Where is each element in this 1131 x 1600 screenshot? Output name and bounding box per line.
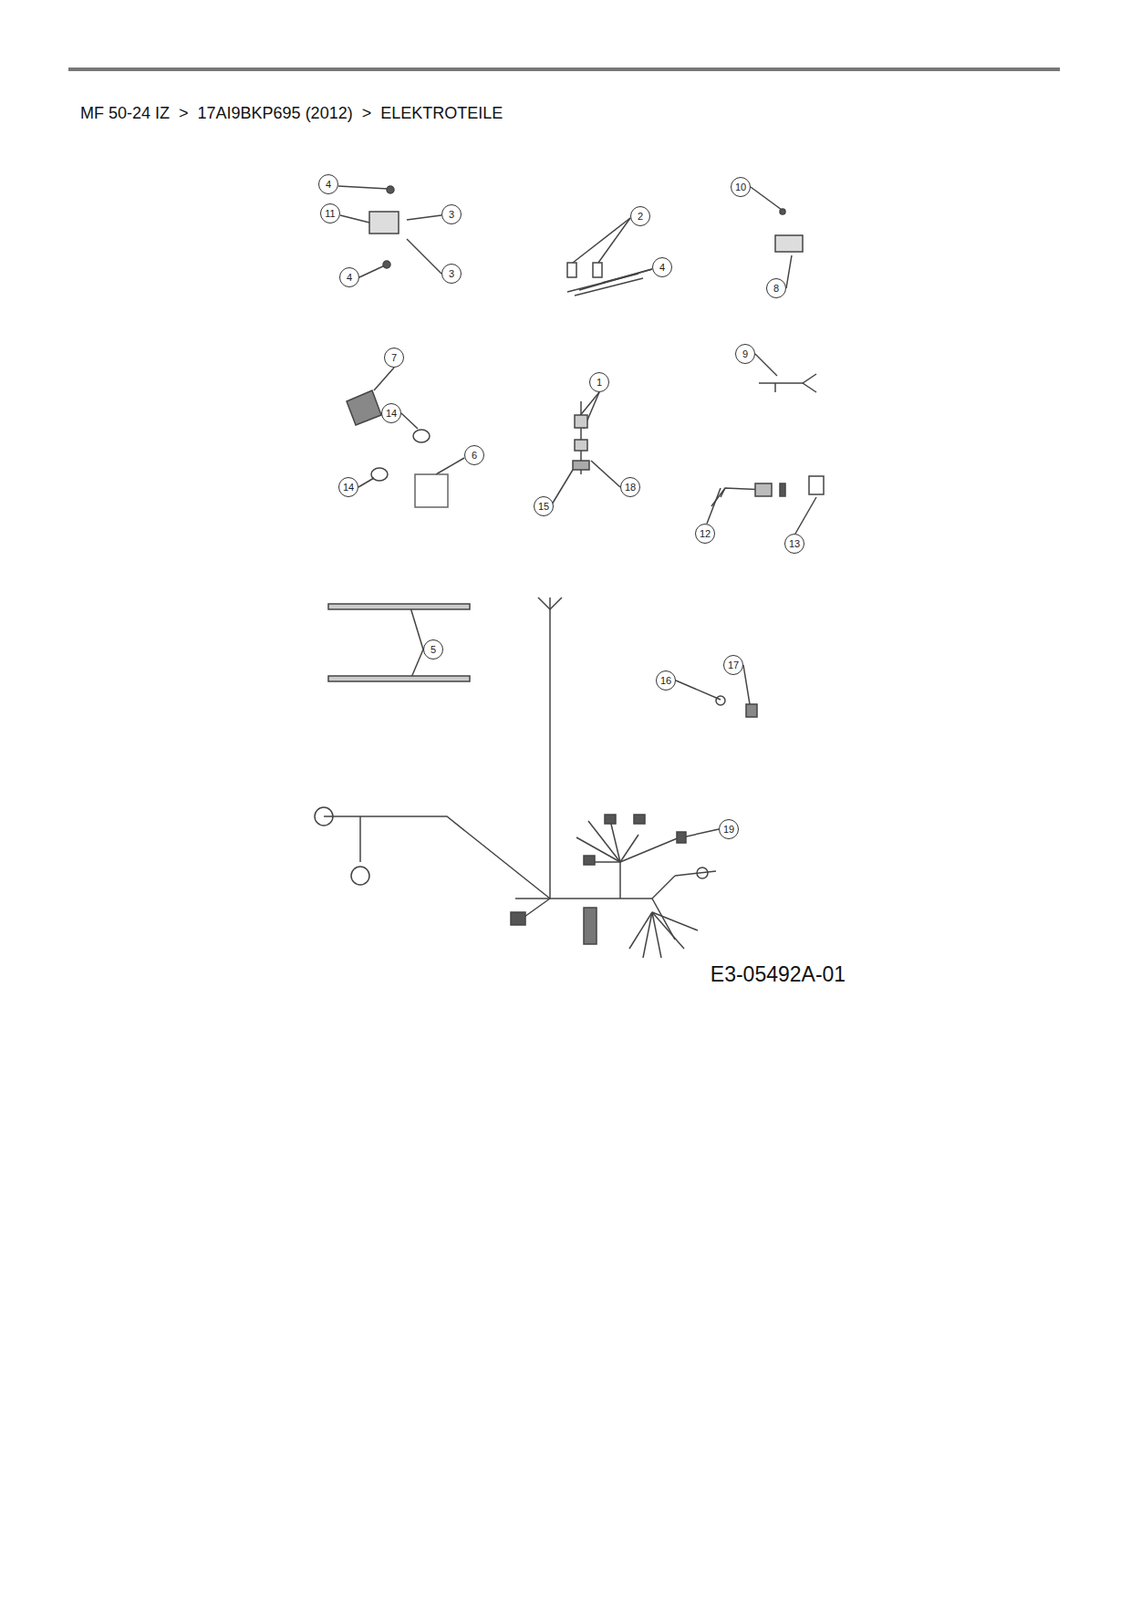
callout-number: 11 bbox=[320, 203, 341, 224]
callout-number: 19 bbox=[718, 819, 739, 840]
callout-number: 17 bbox=[723, 654, 744, 675]
callout-number: 14 bbox=[381, 403, 402, 424]
callout-number: 14 bbox=[338, 477, 359, 498]
callout-number: 3 bbox=[441, 204, 462, 225]
callout-number: 1 bbox=[589, 372, 610, 393]
breadcrumb-title: MF 50-24 IZ > 17AI9BKP695 (2012) > ELEKT… bbox=[80, 103, 503, 124]
callout-number: 12 bbox=[695, 523, 716, 544]
callout-number: 6 bbox=[464, 445, 485, 466]
callout-number: 18 bbox=[620, 477, 641, 498]
callout-number: 16 bbox=[655, 670, 676, 691]
drawing-number: E3-05492A-01 bbox=[710, 962, 846, 987]
callout-number: 4 bbox=[318, 174, 339, 195]
callout-number: 15 bbox=[533, 496, 554, 517]
callout-number: 7 bbox=[383, 347, 405, 368]
callout-number: 3 bbox=[441, 263, 462, 284]
callout-number: 10 bbox=[730, 176, 751, 198]
callout-number: 9 bbox=[735, 343, 756, 364]
callout-number: 13 bbox=[784, 533, 805, 554]
callout-number: 4 bbox=[652, 257, 673, 278]
callout-number: 4 bbox=[339, 267, 360, 288]
callout-number: 2 bbox=[630, 206, 651, 227]
callout-number: 5 bbox=[423, 639, 444, 660]
callout-number: 8 bbox=[766, 278, 787, 299]
